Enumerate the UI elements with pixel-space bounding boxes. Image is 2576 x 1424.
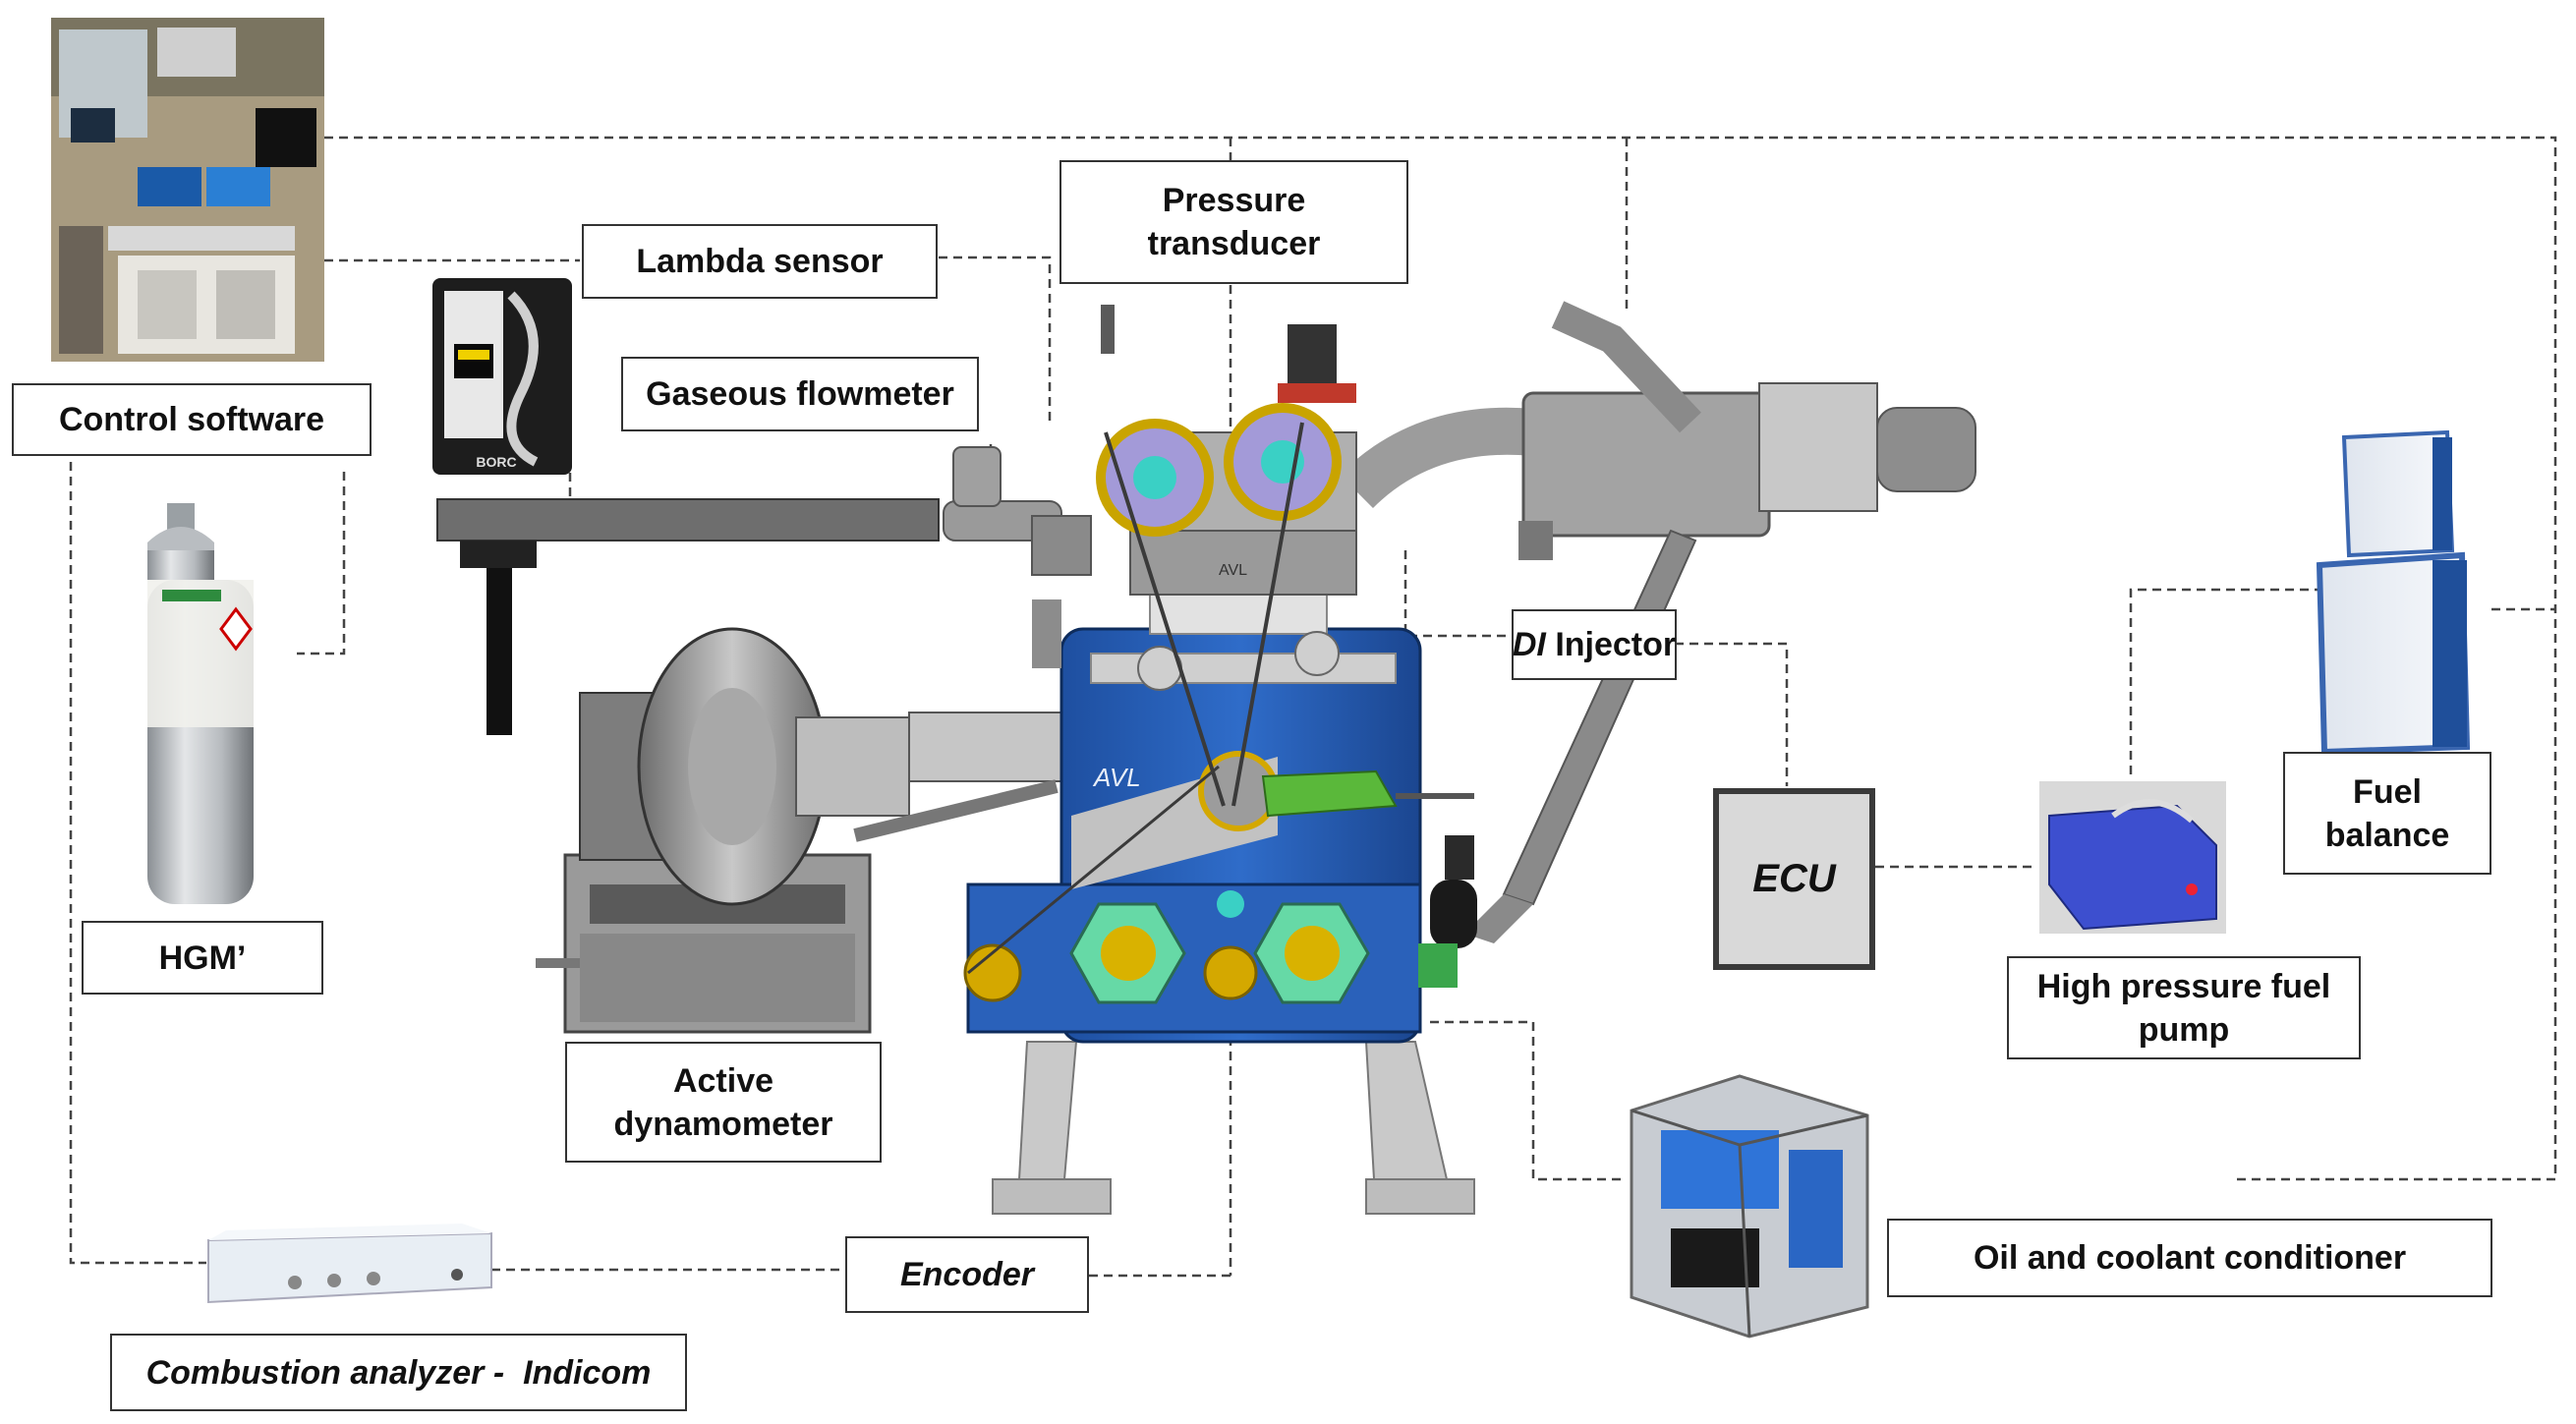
fuel-pump-device (2039, 781, 2226, 934)
label-gaseous-flowmeter: Gaseous flowmeter (621, 357, 979, 431)
hgm-gas-bottle (147, 503, 254, 904)
label-high-pressure-fuel-pump: High pressure fuel pump (2007, 956, 2361, 1059)
label-oil-coolant-conditioner-text: Oil and coolant conditioner (1973, 1239, 2407, 1277)
conditioner-device (1630, 1074, 1869, 1339)
label-combustion-analyzer: Combustion analyzer - Indicom (110, 1334, 687, 1411)
label-lambda-sensor-text: Lambda sensor (636, 243, 884, 280)
label-pressure-transducer: Pressure transducer (1059, 160, 1408, 284)
label-fuel-balance: Fuel balance (2283, 752, 2491, 875)
label-control-software-text: Control software (58, 401, 325, 438)
label-fuel-balance-line2: balance (2324, 816, 2450, 854)
label-high-pressure-fuel-pump-line1: High pressure fuel (2036, 967, 2331, 1005)
label-pressure-transducer-line1: Pressure (1162, 182, 1306, 219)
label-encoder-text: Encoder (899, 1256, 1035, 1293)
label-pressure-transducer-line2: transducer (1147, 225, 1321, 262)
control-room-photo (51, 18, 324, 362)
label-di-injector: DI Injector (1512, 609, 1677, 680)
flowmeter-brand-text: BORC (476, 454, 516, 470)
label-encoder: Encoder (845, 1236, 1089, 1313)
label-active-dynamometer: Active dynamometer (565, 1042, 882, 1163)
label-di-suffix: Injector (1545, 626, 1677, 663)
label-active-dynamometer-line1: Active (672, 1061, 774, 1100)
label-gaseous-flowmeter-text: Gaseous flowmeter (646, 375, 954, 413)
cylinder-head-brand-text: AVL (1219, 562, 1247, 579)
label-oil-coolant-conditioner: Oil and coolant conditioner (1887, 1219, 2492, 1297)
ecu-text: ECU (1752, 857, 1836, 900)
label-fuel-balance-line1: Fuel (2353, 772, 2422, 811)
label-control-software: Control software (12, 383, 372, 456)
fuel-balance-device (2316, 429, 2471, 756)
label-active-dynamometer-line2: dynamometer (613, 1105, 833, 1143)
combustion-analyzer-device (207, 1224, 492, 1304)
dynamometer-machine (536, 627, 1062, 1034)
label-lambda-sensor: Lambda sensor (582, 224, 938, 299)
label-di-prefix: DI (1512, 626, 1546, 663)
label-high-pressure-fuel-pump-line2: pump (2138, 1010, 2230, 1049)
label-hgm: HGM’ (82, 921, 323, 995)
flowmeter-device: BORC (432, 278, 572, 475)
label-hgm-text: HGM’ (158, 939, 247, 977)
label-combustion-analyzer-text: Combustion analyzer - Indicom (145, 1353, 652, 1392)
engine-body: AVL AVL (963, 305, 1477, 1215)
ecu-box: ECU (1713, 788, 1875, 970)
engine-brand-text: AVL (1092, 763, 1141, 792)
mounting-beam (436, 498, 940, 735)
